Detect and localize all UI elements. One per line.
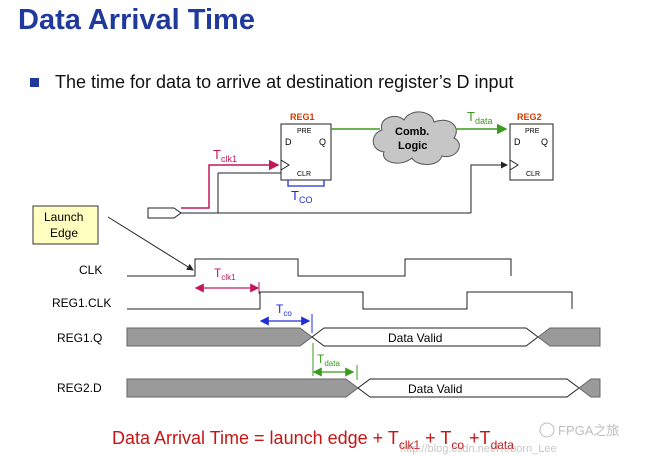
reg2-d: D [514, 137, 521, 147]
reg1-d: D [285, 137, 292, 147]
tclk1-wave-marker: Tclk1 [194, 266, 260, 294]
clock-path-reg2 [470, 161, 508, 213]
reg2-name: REG2 [517, 112, 542, 122]
reg1-q-data-valid: Data Valid [388, 331, 442, 345]
tco-bracket: TCO [287, 180, 325, 205]
tdata-label: Tdata [467, 109, 492, 126]
reg1-clk-waveform [127, 291, 573, 310]
reg2-block: REG2 PRE D Q CLR [509, 112, 554, 181]
signal-label-reg1-clk: REG1.CLK [52, 296, 111, 310]
reg1-clock-triangle [280, 159, 290, 171]
watermark-logo-icon [539, 422, 555, 438]
clock-path-reg1 [181, 159, 280, 209]
bullet-item: The time for data to arrive at destinati… [30, 72, 514, 93]
signal-labels: CLK REG1.CLK REG1.Q REG2.D [52, 263, 111, 395]
reg2-clock-triangle [509, 159, 519, 171]
reg2-clr: CLR [526, 171, 540, 178]
clk-waveform [127, 258, 512, 277]
signal-label-reg1-q: REG1.Q [57, 331, 102, 345]
formula: Data Arrival Time = launch edge + Tclk1 … [112, 428, 514, 452]
bullet-marker [30, 78, 39, 87]
reg2-d-waveform: Data Valid [126, 378, 601, 398]
launch-edge-box [32, 205, 99, 245]
tclk1-label: Tclk1 [213, 147, 237, 164]
reg1-name: REG1 [290, 112, 315, 122]
reg1-q: Q [319, 137, 326, 147]
tco-wave-label: Tco [276, 302, 292, 318]
clock-input: Tclk1 [147, 147, 508, 219]
data-path: Tdata [331, 109, 508, 135]
signal-label-reg2-d: REG2.D [57, 381, 102, 395]
reg2-q: Q [541, 137, 548, 147]
launch-edge-line2: Edge [50, 226, 78, 240]
tco-label: TCO [291, 188, 312, 205]
reg1-box [280, 123, 332, 181]
reg2-d-data-valid: Data Valid [408, 382, 462, 396]
reg1-clr: CLR [297, 171, 311, 178]
watermark: http://blog.csdn.net/Reborn_Lee FPGA之旅 [400, 422, 619, 455]
bullet-text: The time for data to arrive at destinati… [55, 72, 514, 92]
signal-label-clk: CLK [79, 263, 102, 277]
watermark-brand: FPGA之旅 [558, 423, 619, 438]
tdata-wave-label: Tdata [317, 352, 340, 368]
launch-edge-line1: Launch [44, 210, 83, 224]
clock-input-pin [147, 207, 182, 219]
comb-logic-line1: Comb. [395, 126, 429, 138]
reg2-pre: PRE [525, 128, 540, 135]
reg1-pre: PRE [297, 128, 312, 135]
comb-logic-cloud: Comb. Logic [372, 111, 460, 165]
reg2-box [509, 123, 554, 181]
reg1-block: REG1 PRE D Q CLR [280, 112, 332, 181]
launch-edge-callout: Launch Edge [32, 205, 194, 271]
tclk1-wave-label: Tclk1 [214, 266, 236, 282]
reg1-q-waveform: Data Valid [126, 327, 601, 347]
tdata-wave-marker: Tdata [312, 343, 358, 380]
page-title: Data Arrival Time [18, 4, 255, 36]
comb-logic-line2: Logic [398, 140, 427, 152]
tco-wave-marker: Tco [259, 302, 313, 333]
watermark-url: http://blog.csdn.net/Reborn_Lee [400, 443, 557, 455]
